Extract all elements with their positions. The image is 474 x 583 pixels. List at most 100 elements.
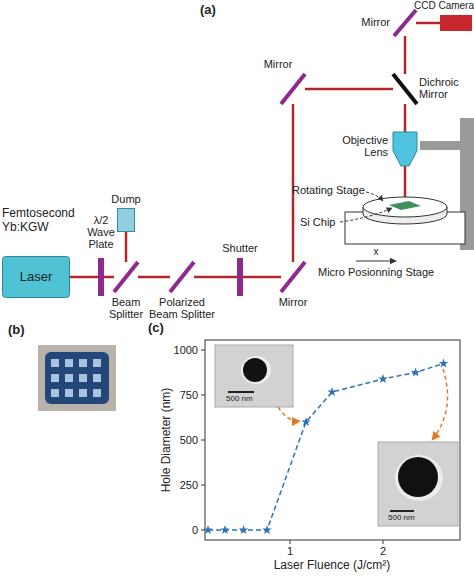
ccd-camera: CCD Camera	[440, 15, 472, 31]
component-shape	[390, 132, 420, 166]
component-label: Dump	[107, 193, 145, 205]
laser-beam	[305, 88, 393, 91]
chip-pad	[93, 359, 101, 367]
tick-label: 2	[373, 545, 393, 557]
component-label: Mirror	[348, 16, 390, 28]
panel-label: (b)	[8, 322, 38, 337]
component-label: Mirror	[253, 58, 303, 70]
mirror: Mirror	[394, 10, 416, 36]
hole	[398, 457, 438, 497]
plate-element	[98, 258, 104, 296]
polarizing-beam-splitter: Polarized Beam Splitter	[170, 262, 194, 292]
leader-line	[366, 192, 383, 201]
camera-body	[440, 15, 472, 31]
photo-background	[38, 345, 116, 411]
tick-label: 250	[160, 479, 198, 491]
chip-photo	[45, 352, 109, 404]
component-shape	[394, 10, 416, 36]
holder-arm	[420, 141, 462, 150]
component-label: λ/2 Wave Plate	[80, 214, 122, 250]
component-shape	[114, 262, 138, 292]
objective-lens: Objective Lens	[390, 132, 420, 166]
leader-line	[278, 407, 300, 421]
scale-label: 500 nm	[226, 394, 270, 404]
plot-frame	[205, 340, 460, 540]
stage-label: Rotating Stage	[292, 184, 372, 196]
panel-label: (c)	[148, 320, 178, 335]
component-shape	[237, 258, 243, 296]
mirror-element	[394, 10, 416, 36]
data-point	[327, 387, 337, 396]
component-label: Dichroic Mirror	[419, 76, 463, 100]
component-label: Femtosecond Yb:KGW	[2, 206, 82, 234]
panel-label: (a)	[200, 2, 230, 17]
laser-body	[3, 257, 70, 298]
tick	[201, 530, 205, 531]
chip-pad	[65, 389, 73, 397]
scale-bar	[390, 510, 414, 512]
laser-beam	[404, 36, 407, 74]
data-point	[203, 525, 213, 534]
shutter: Shutter	[237, 258, 243, 296]
component-shape	[117, 208, 135, 232]
scale-label: 500 nm	[388, 513, 432, 523]
chip-pad	[93, 389, 101, 397]
component-shape	[393, 74, 417, 104]
chip-label: Si Chip	[300, 216, 344, 228]
component-label: Mirror	[266, 296, 320, 308]
component-label: Beam Splitter	[101, 296, 151, 320]
mirror: Mirror	[281, 74, 305, 104]
chip-pad	[79, 374, 87, 382]
lens-body	[393, 132, 417, 166]
chip-pad	[51, 389, 59, 397]
sem-inset	[378, 442, 458, 526]
scale-bar	[228, 391, 254, 393]
tick-label: 750	[160, 389, 198, 401]
laser-beam	[404, 104, 407, 132]
laser-beam	[70, 276, 98, 279]
mirror-element	[281, 74, 305, 104]
data-point	[378, 374, 388, 383]
mirror-element	[170, 262, 194, 292]
tick	[201, 350, 205, 351]
mirror: Mirror	[281, 262, 305, 292]
axis-title: Laser Fluence (J/cm²)	[232, 558, 432, 572]
chip-pad	[79, 389, 87, 397]
axis-arrow	[356, 260, 396, 261]
mirror-element	[393, 74, 417, 104]
laser-beam	[243, 276, 281, 279]
dump-body	[118, 209, 135, 232]
component-label: Polarized Beam Splitter	[147, 296, 217, 320]
chip-pad	[51, 359, 59, 367]
data-point	[411, 368, 421, 377]
axis-title: Hole Diameter (nm)	[159, 360, 173, 520]
component-shape	[440, 15, 472, 31]
data-point	[262, 525, 272, 534]
component-shape	[281, 74, 305, 104]
data-point	[239, 525, 249, 534]
axis-label: x	[370, 246, 382, 258]
tick	[290, 540, 291, 544]
beam-dump: Dump	[117, 208, 135, 232]
tick	[201, 395, 205, 396]
stage-label: Micro Posionning Stage	[318, 266, 468, 278]
hole-rim	[241, 356, 271, 384]
chip-pad	[65, 374, 73, 382]
chip-pad	[51, 374, 59, 382]
laser-beam	[292, 104, 295, 262]
laser-beam	[138, 276, 170, 279]
dichroic-mirror: Dichroic Mirror	[393, 74, 417, 104]
component-label: CCD Camera	[414, 0, 472, 12]
chip-pad	[93, 374, 101, 382]
data-point	[220, 525, 230, 534]
component-shape	[281, 262, 305, 292]
leader-line	[340, 208, 392, 222]
component-label: Objective Lens	[338, 134, 388, 158]
chip-pad	[79, 359, 87, 367]
data-point	[439, 359, 449, 368]
laser-source: Femtosecond Yb:KGWLaser	[2, 256, 70, 298]
laser-beam	[125, 232, 128, 262]
beam-splitter: Beam Splitter	[114, 262, 138, 292]
component-label: Laser	[2, 269, 70, 284]
component-shape	[98, 258, 104, 296]
